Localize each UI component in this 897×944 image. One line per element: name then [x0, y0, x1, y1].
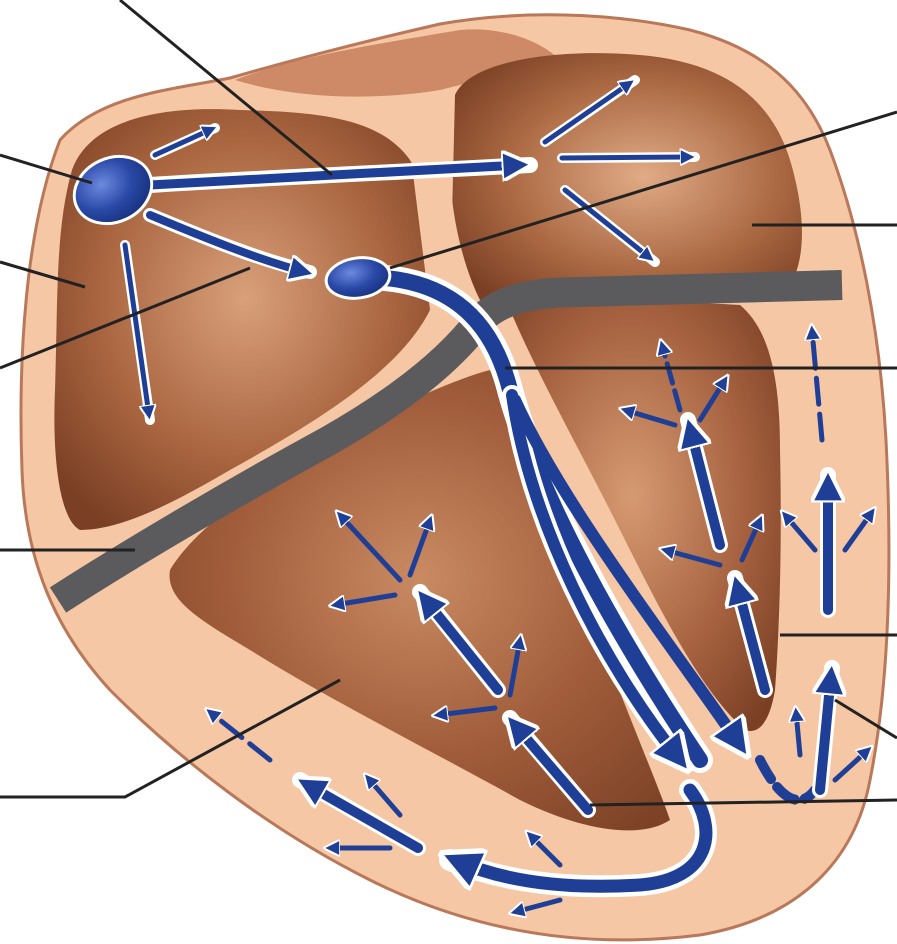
heart-conduction-diagram [0, 0, 897, 944]
diagram-canvas [0, 0, 897, 944]
